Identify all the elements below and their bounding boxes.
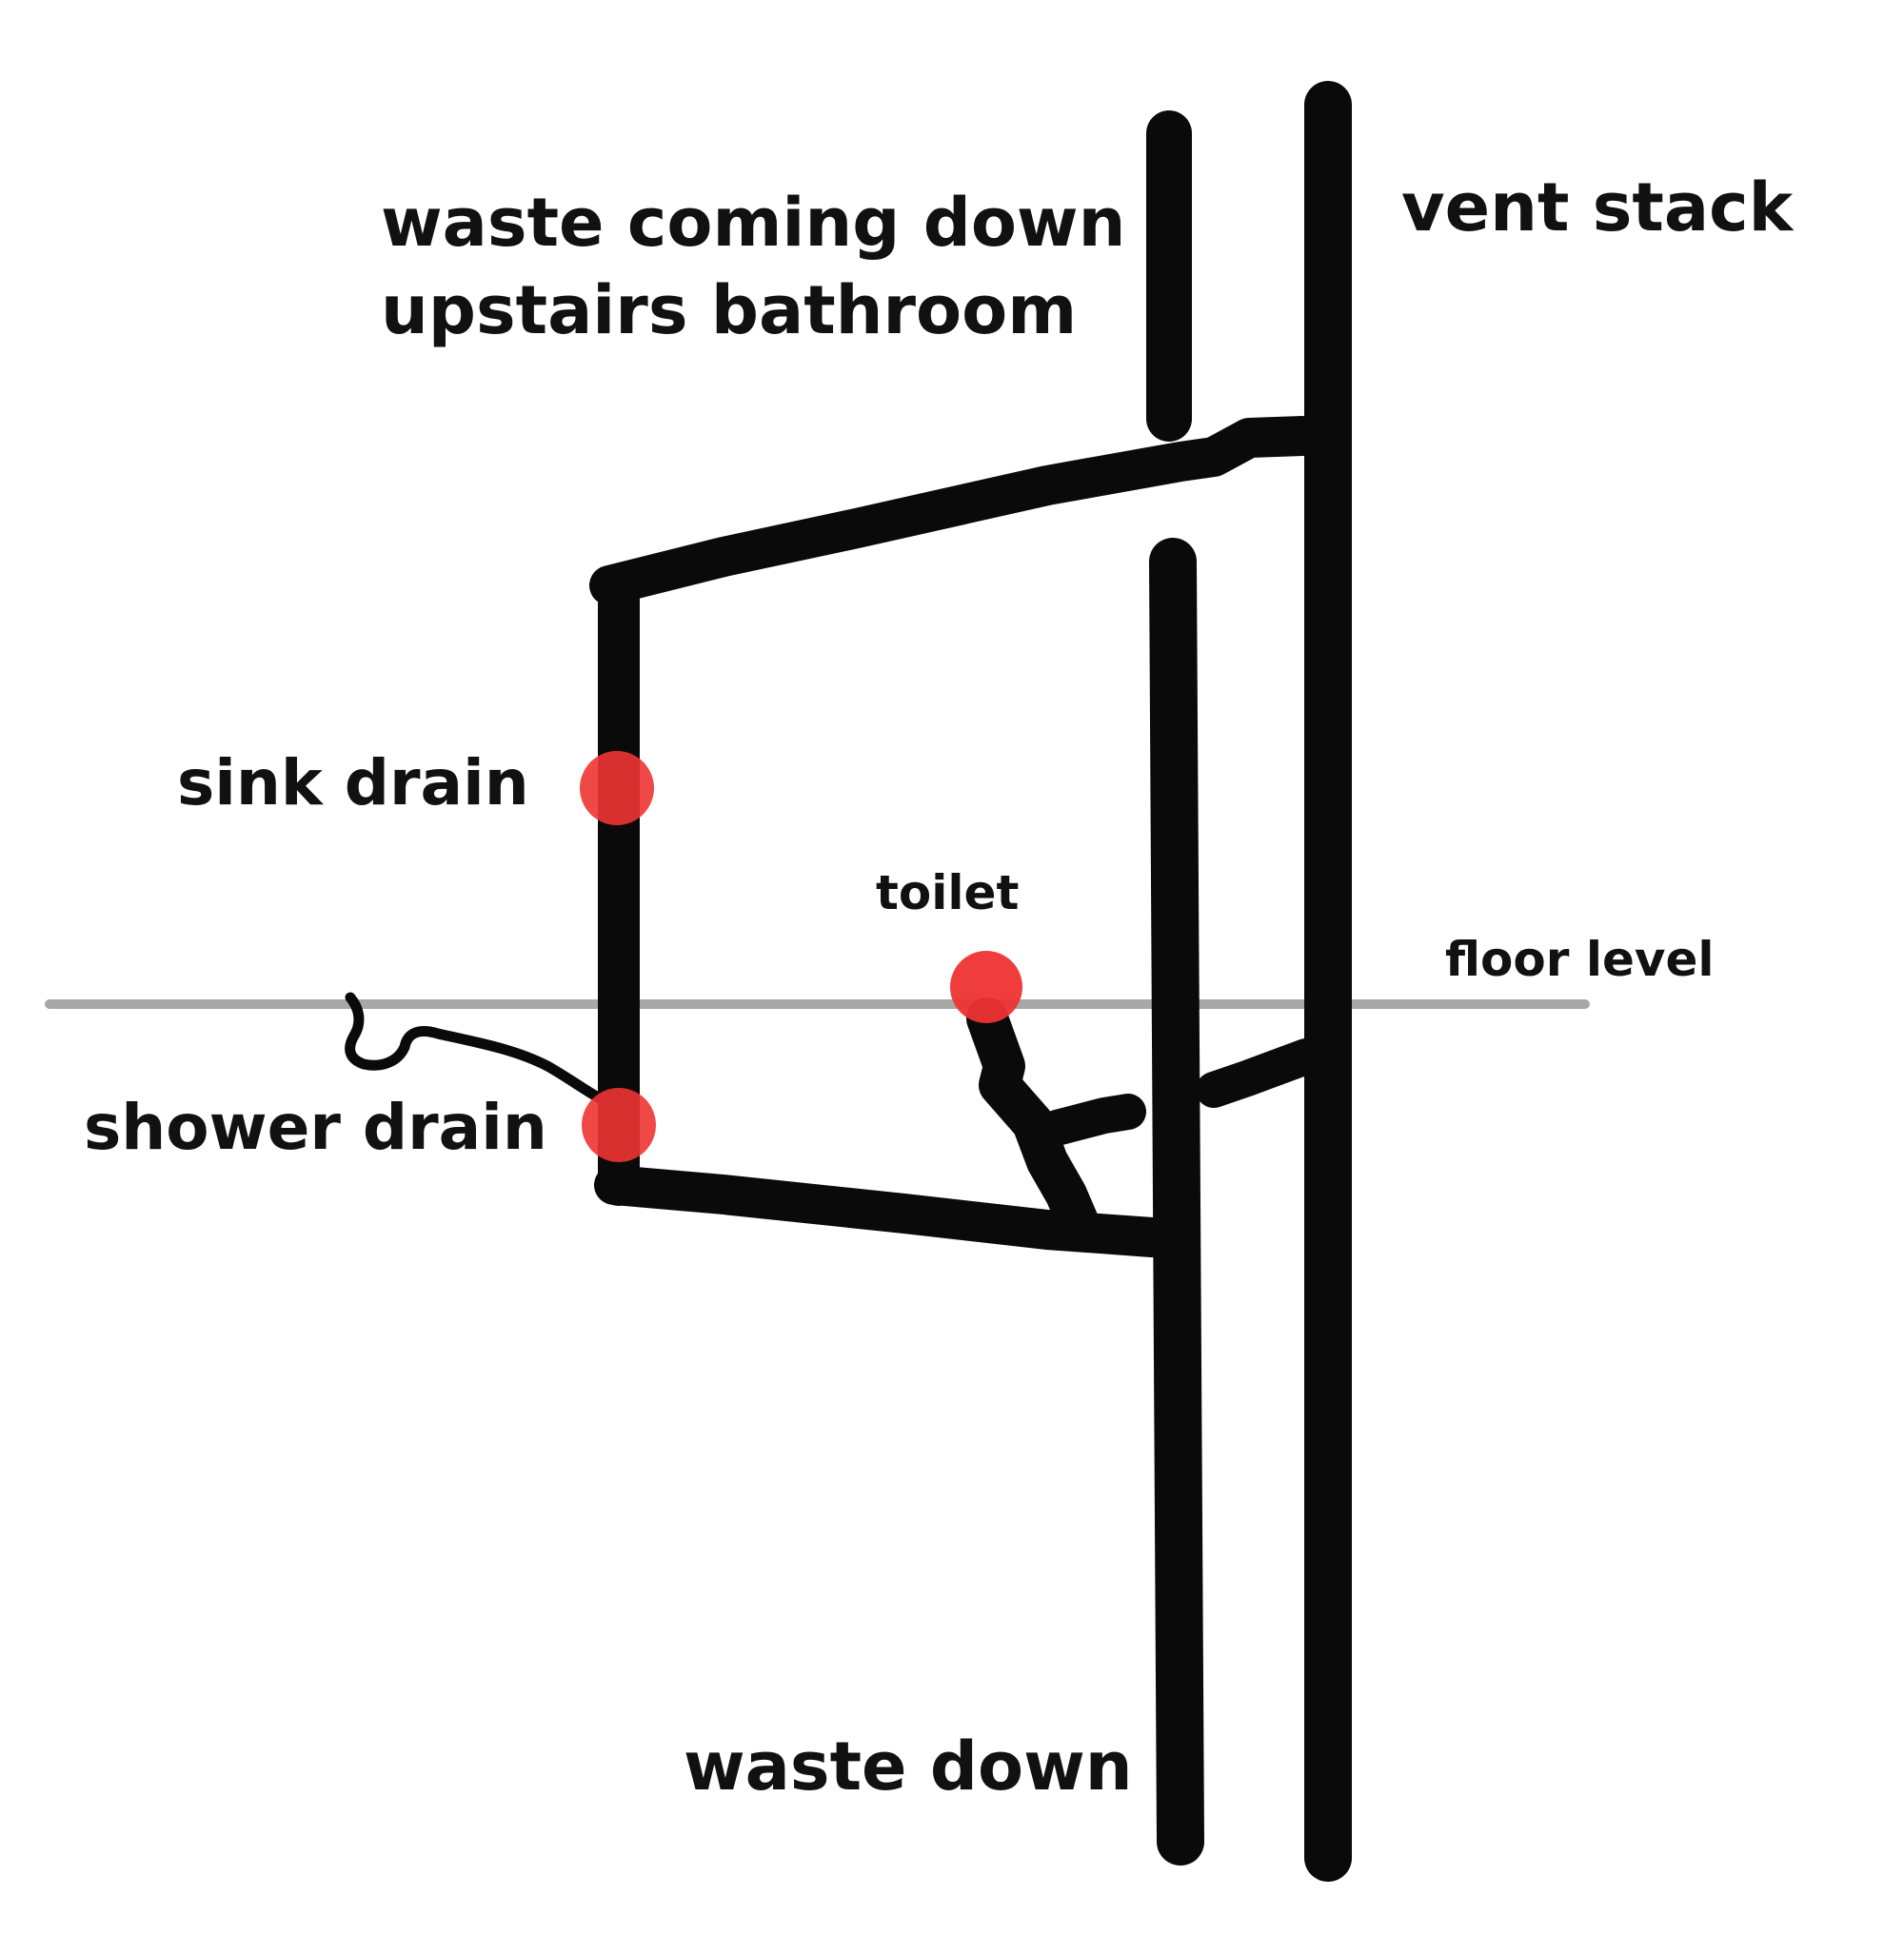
waste-down-label: waste down: [684, 1728, 1133, 1806]
upper-vent-branch-pipe: [589, 416, 1322, 610]
toilet-drain-pipe: [966, 997, 1101, 1249]
toilet-marker: [950, 951, 1022, 1023]
main-waste-stack-pipe: [1149, 538, 1204, 1866]
sink-drain-marker: [580, 751, 654, 825]
waste-upstairs-label-line1: waste coming down: [381, 184, 1125, 262]
shower-drain-label: shower drain: [84, 1091, 547, 1164]
shower-trap-line: [345, 992, 617, 1110]
vent-connector-stub-pipe: [1196, 1038, 1324, 1108]
vent-stack-label: vent stack: [1401, 168, 1795, 247]
floor-level-label: floor level: [1445, 932, 1715, 987]
toilet-vent-stub-pipe: [1039, 1094, 1146, 1146]
waste-upstairs-label-line2: upstairs bathroom: [381, 271, 1077, 349]
shower-drain-marker: [582, 1088, 656, 1162]
toilet-label: toilet: [876, 865, 1019, 920]
sink-drain-label: sink drain: [177, 746, 529, 820]
